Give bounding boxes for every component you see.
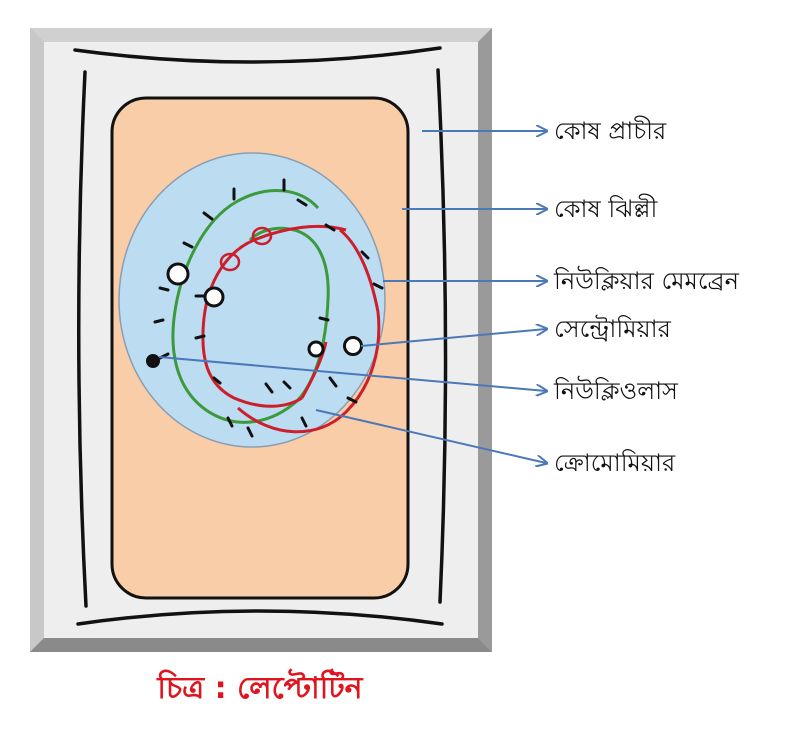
- arrow-centromere: [360, 329, 546, 347]
- tick: [194, 334, 206, 340]
- arrow-nucleolus: [158, 356, 546, 391]
- label-nuclear-membrane: নিউক্লিয়ার মেমব্রেন: [554, 267, 739, 295]
- wall-curve-left: [77, 70, 88, 608]
- bevel-right: [478, 28, 492, 652]
- tick: [226, 416, 234, 428]
- tick: [324, 223, 336, 232]
- tick: [264, 382, 274, 394]
- tick: [182, 241, 194, 249]
- tick: [202, 211, 214, 221]
- leader-arrows: [158, 131, 546, 463]
- label-chromomere: ক্রোমোমিয়ার: [554, 449, 676, 477]
- tick: [328, 376, 338, 388]
- label-nucleolus: নিউক্লিওলাস: [554, 377, 678, 405]
- tick: [212, 376, 222, 385]
- wall-curve-top: [73, 46, 442, 64]
- tick: [246, 426, 254, 438]
- figure-caption: চিত্র : লেপ্টোটিন: [157, 671, 363, 706]
- nucleolus: [146, 354, 160, 368]
- cell-wall-curves: [73, 46, 448, 626]
- red-loop: [219, 252, 241, 272]
- chromatid-green: [171, 189, 330, 424]
- label-cell-membrane: কোষ ঝিল্লী: [554, 195, 658, 223]
- red-loop: [251, 226, 273, 246]
- wall-curve-bottom: [76, 609, 444, 626]
- arrow-chromomere: [315, 409, 546, 463]
- tick: [372, 282, 384, 290]
- label-centromere: সেন্ট্রোমিয়ার: [554, 315, 671, 343]
- bevel-top: [30, 28, 492, 42]
- chromomere-ticks: [153, 178, 384, 438]
- tick: [360, 250, 370, 260]
- centromere-dot: [203, 286, 225, 308]
- red-centromere-loops: [219, 226, 273, 272]
- tick: [296, 198, 308, 207]
- tick: [158, 286, 170, 292]
- bevel-left: [30, 28, 44, 652]
- label-cell-wall: কোষ প্রাচীর: [554, 117, 667, 145]
- tick: [346, 396, 358, 404]
- tick: [300, 416, 308, 428]
- bevel-bottom: [30, 638, 492, 652]
- tick: [318, 316, 330, 322]
- tick: [153, 318, 165, 324]
- tick: [282, 380, 292, 390]
- centromere-dot: [166, 262, 190, 286]
- centromere-dot: [307, 340, 325, 358]
- centromere-dot: [343, 336, 363, 356]
